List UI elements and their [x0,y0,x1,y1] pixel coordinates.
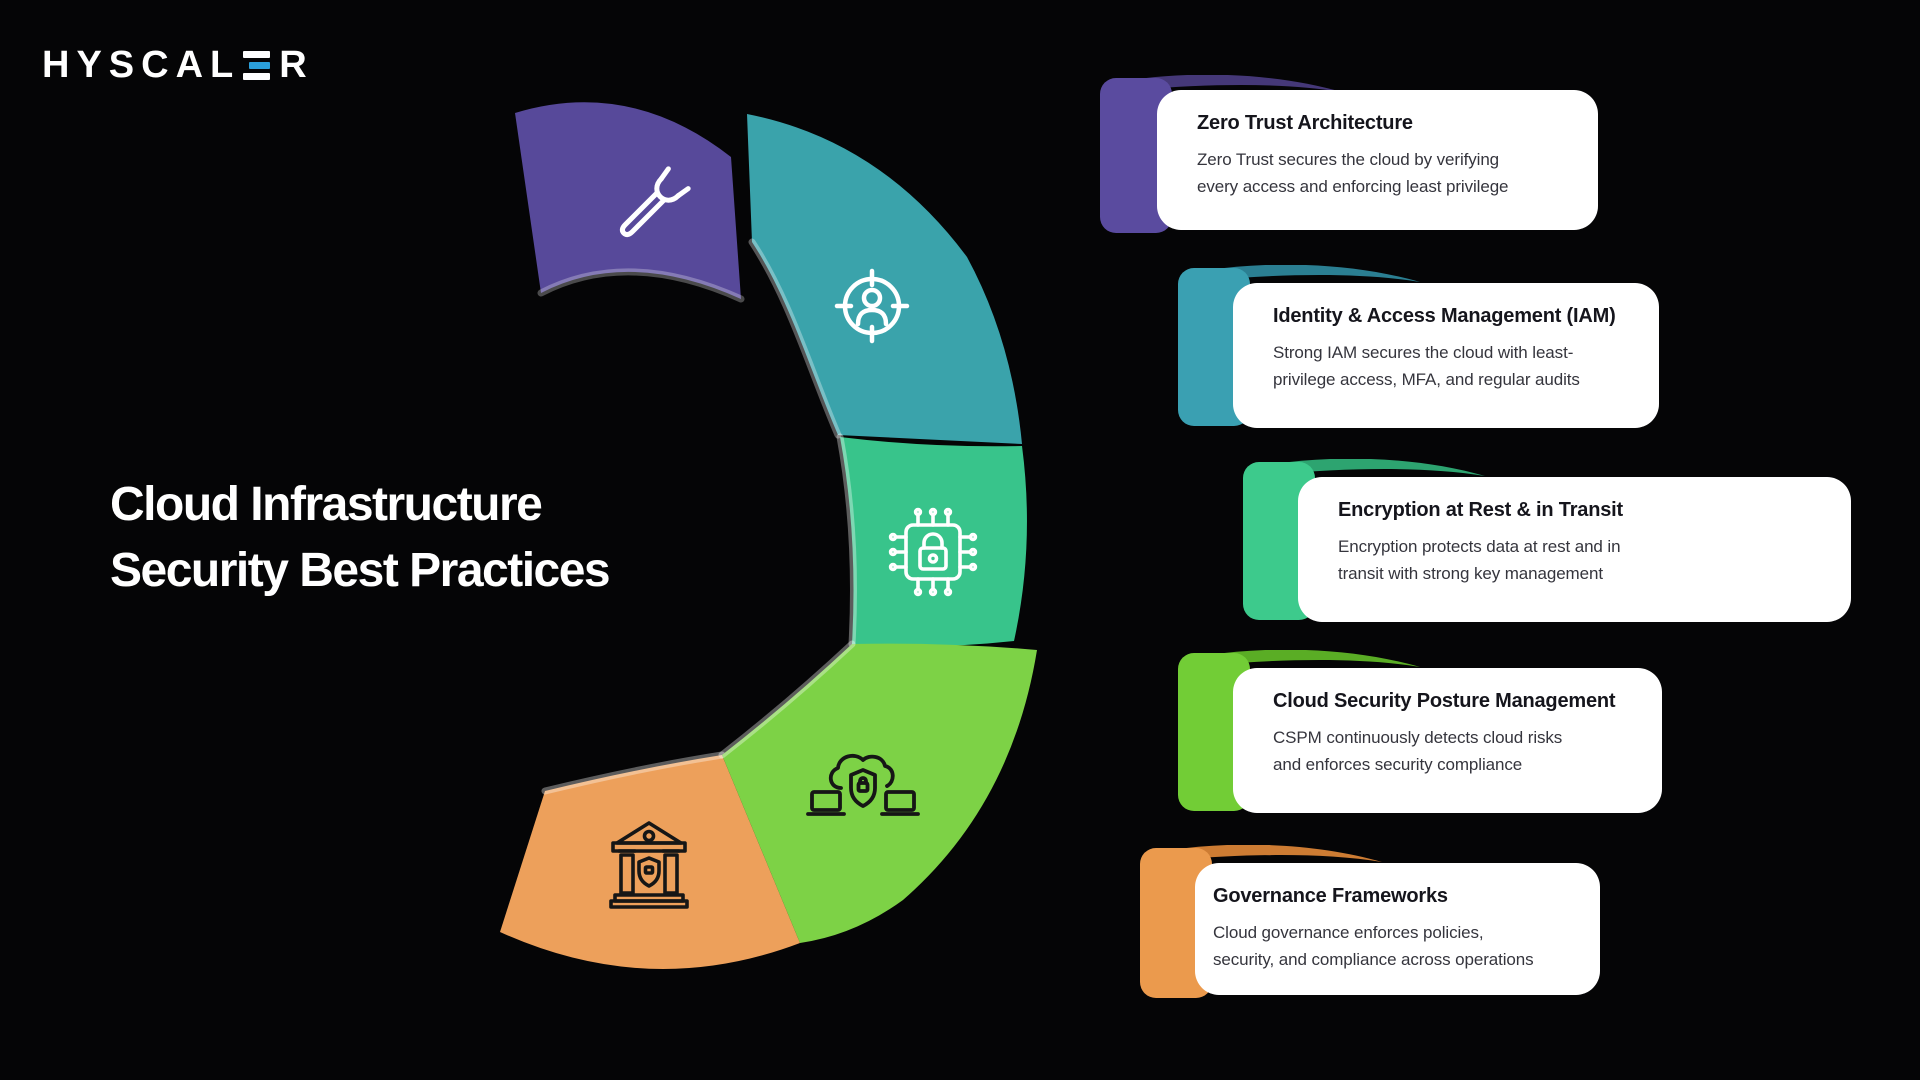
page-title-line1: Cloud Infrastructure [110,478,543,531]
ribbon-tab [1178,653,1250,811]
card-ribbon-zero-trust [1100,75,1342,233]
ribbon-tab [1100,78,1172,233]
ribbon-fold [1273,459,1485,476]
card-ribbon-iam [1178,265,1420,426]
card-zero-trust: Zero Trust Architecture Zero Trust secur… [1157,90,1598,230]
ribbon-fold [1208,265,1420,282]
card-body: CSPM continuously detects cloud risks an… [1273,728,1563,774]
ribbon-tab [1178,268,1250,426]
person-target-icon [834,268,910,344]
logo-text-suffix: R [279,44,314,86]
card-title: Identity & Access Management (IAM) [1273,305,1616,327]
wheel-segment-zero-trust-inner-lip [537,268,745,303]
ribbon-fold [1208,650,1420,667]
card-iam: Identity & Access Management (IAM) Stron… [1233,283,1659,428]
card-governance: Governance Frameworks Cloud governance e… [1195,863,1600,995]
card-body: Zero Trust secures the cloud by verifyin… [1197,150,1509,196]
logo-text-prefix: HYSCAL [42,44,241,86]
ribbon-fold [1130,75,1342,92]
ribbon-tab [1140,848,1212,998]
page-title-line2: Security Best Practices [110,544,611,597]
wheel-segment-encryption [840,437,1027,647]
wheel-segment-iam [747,114,1022,444]
hyscaler-logo: HYSCAL R [42,44,314,87]
ribbon-tab [1243,462,1315,620]
card-encryption: Encryption at Rest & in Transit Encrypti… [1298,477,1851,622]
wheel-segment-encryption-inner-lip [836,433,857,648]
card-body: Strong IAM secures the cloud with least-… [1273,343,1580,389]
wrench-icon [619,166,691,238]
card-title: Governance Frameworks [1213,885,1448,907]
wheel-segment-zero-trust [515,102,741,299]
card-ribbon-cspm [1178,650,1420,811]
ribbon-fold [1170,845,1382,862]
card-title: Cloud Security Posture Management [1273,690,1616,712]
card-ribbon-governance [1140,845,1382,998]
card-ribbon-encryption [1243,459,1485,620]
card-body: Encryption protects data at rest and in … [1338,537,1621,583]
cloud-endpoints-icon [806,753,920,816]
wheel-segment-governance-inner-lip [541,751,726,795]
wheel-segment-iam-inner-lip [748,238,842,439]
page-title: Cloud Infrastructure Security Best Pract… [110,472,611,604]
card-title: Zero Trust Architecture [1197,112,1413,134]
card-body: Cloud governance enforces policies, secu… [1213,923,1534,969]
wheel-segment-cspm-inner-lip [718,640,856,759]
card-title: Encryption at Rest & in Transit [1338,499,1623,521]
logo-blue-bar [249,62,271,69]
chip-lock-icon [888,507,978,597]
card-cspm: Cloud Security Posture Management CSPM c… [1233,668,1662,813]
wheel-segment-cspm [722,643,1037,943]
bank-icon [609,821,689,909]
wheel-segment-governance [500,755,800,969]
logo-e-bars-icon [243,51,271,80]
